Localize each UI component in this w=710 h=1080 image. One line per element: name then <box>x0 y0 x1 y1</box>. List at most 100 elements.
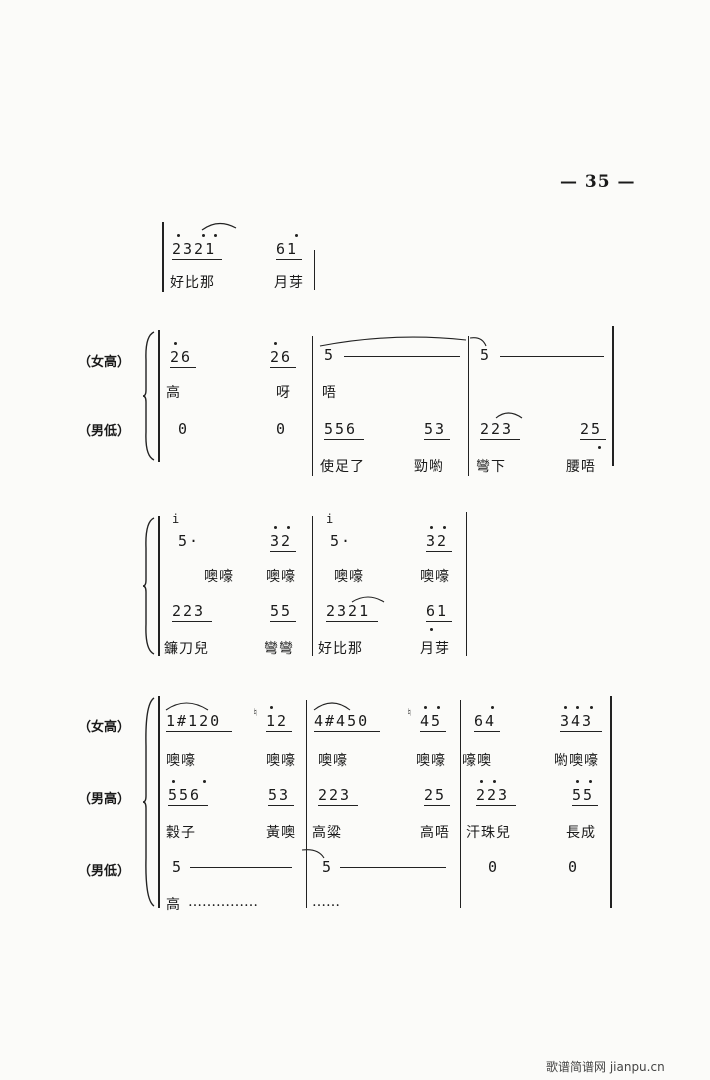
note-group: 53 <box>268 786 291 804</box>
lyric: 好比那 <box>170 275 215 291</box>
note-group: 0 <box>276 420 288 438</box>
beam <box>166 731 232 732</box>
note-group: 26 <box>270 348 293 366</box>
note-group: 0 <box>178 420 190 438</box>
lyric: 彎下 <box>476 459 506 475</box>
beam <box>172 259 222 260</box>
lyric: 勁喲 <box>414 459 444 475</box>
tie <box>470 337 487 347</box>
lyric: 鐮刀兒 <box>164 641 209 657</box>
note-group: 2321 <box>172 240 217 258</box>
note-group: 1#120 <box>166 712 222 730</box>
lyric: 高 <box>166 385 181 401</box>
lyric: 唔 <box>322 385 337 401</box>
lyric: 月芽 <box>274 275 304 291</box>
beam <box>270 621 296 622</box>
extension-line <box>190 867 292 868</box>
barline <box>306 700 307 908</box>
lyric: 噢嚎 <box>204 569 234 585</box>
note-group: 45 <box>420 712 443 730</box>
slur <box>201 222 237 231</box>
lyric: 喲噢嚎 <box>554 753 599 769</box>
note-group: 223 <box>480 420 514 438</box>
lyric: 噢嚎 <box>266 753 296 769</box>
extension-line <box>344 356 460 357</box>
lyric: 高唔 <box>420 825 450 841</box>
lyric-extension: …… <box>312 894 340 910</box>
system-barline <box>162 222 164 292</box>
tie <box>319 336 467 347</box>
lyric: 穀子 <box>166 825 196 841</box>
barline <box>466 512 467 656</box>
beam <box>268 805 294 806</box>
beam <box>560 731 602 732</box>
barline <box>612 326 614 466</box>
note-group: 5· <box>178 532 201 550</box>
lyric: 汗珠兒 <box>466 825 511 841</box>
grace-note: i <box>326 512 336 526</box>
beam <box>480 439 520 440</box>
page-number: — 35 — <box>560 172 636 192</box>
note-group: 223 <box>172 602 206 620</box>
note-group: 55 <box>572 786 595 804</box>
slur <box>313 702 351 711</box>
slur <box>165 702 209 711</box>
voice-label: （女高） <box>78 355 131 370</box>
note-group: 12 <box>266 712 289 730</box>
note-group: 61 <box>426 602 449 620</box>
barline <box>460 700 461 908</box>
note-group: 25 <box>424 786 447 804</box>
lyric: 黃噢 <box>266 825 296 841</box>
note-group: 32 <box>270 532 293 550</box>
beam <box>326 621 378 622</box>
beam <box>426 621 452 622</box>
barline <box>312 336 313 476</box>
natural-sign: ♮ <box>406 706 415 719</box>
brace <box>142 331 155 461</box>
lyric: 噢嚎 <box>318 753 348 769</box>
beam <box>476 805 516 806</box>
note-group: 55 <box>270 602 293 620</box>
voice-label: （男高） <box>78 792 131 807</box>
lyric: 高 <box>166 897 181 913</box>
lyric: 好比那 <box>318 641 363 657</box>
tie <box>301 849 325 859</box>
lyric: 月芽 <box>420 641 450 657</box>
note-group: 5 <box>322 858 334 876</box>
beam <box>168 805 208 806</box>
beam <box>170 367 196 368</box>
note-group: 25 <box>580 420 603 438</box>
barline <box>468 336 469 476</box>
lyric: 嚎噢 <box>462 753 492 769</box>
beam <box>420 731 446 732</box>
note-group: 556 <box>324 420 358 438</box>
note-group: 5· <box>330 532 353 550</box>
beam <box>474 731 500 732</box>
lyric: 呀 <box>276 385 291 401</box>
note-group: 343 <box>560 712 594 730</box>
lyric: 彎彎 <box>264 641 294 657</box>
lyric-extension: …………… <box>188 894 258 910</box>
voice-label: （男低） <box>78 864 131 879</box>
lyric: 長成 <box>566 825 596 841</box>
beam <box>266 731 292 732</box>
system-barline <box>158 516 160 656</box>
note-group: 32 <box>426 532 449 550</box>
grace-note: i <box>172 512 182 526</box>
note-group: 64 <box>474 712 497 730</box>
slur <box>495 412 523 419</box>
note-group: 26 <box>170 348 193 366</box>
beam <box>270 367 296 368</box>
note-group: 5 <box>480 346 492 364</box>
lyric: 腰唔 <box>566 459 596 475</box>
system-barline <box>158 696 160 908</box>
lyric: 噢嚎 <box>416 753 446 769</box>
beam <box>314 731 380 732</box>
note-group: 223 <box>318 786 352 804</box>
extension-line <box>500 356 604 357</box>
watermark: 歌谱简谱网 jianpu.cn <box>546 1060 665 1074</box>
barline <box>312 516 313 656</box>
note-group: 5 <box>324 346 336 364</box>
brace <box>142 517 155 655</box>
extension-line <box>340 867 446 868</box>
